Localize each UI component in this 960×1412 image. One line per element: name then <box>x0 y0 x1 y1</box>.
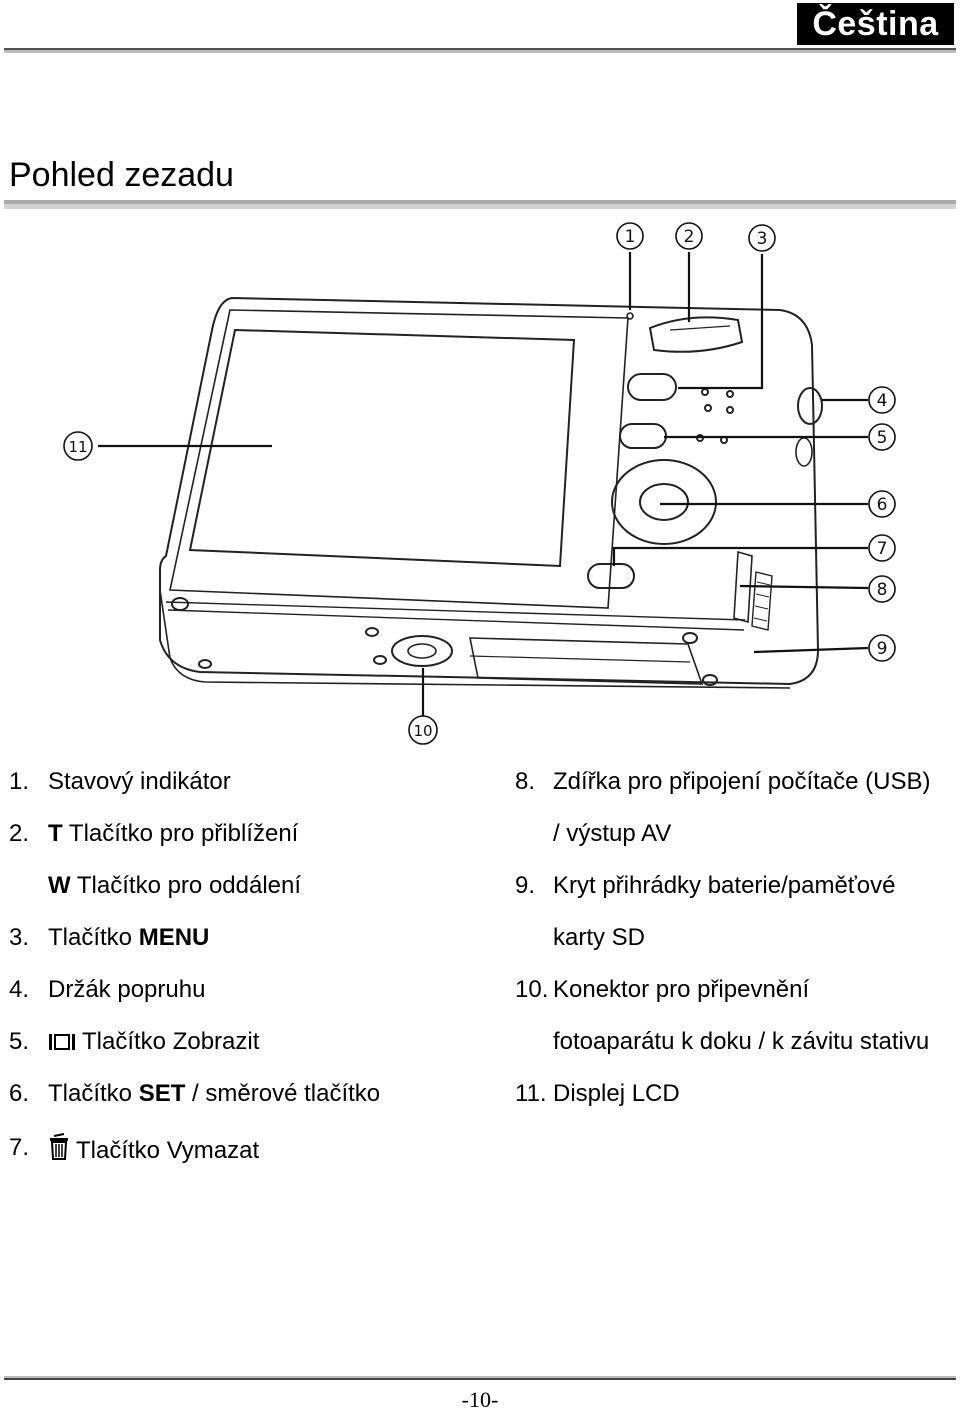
footer-rule <box>4 1376 956 1380</box>
legend-item: Konektor pro připevnění <box>553 976 810 1003</box>
callout-6: 6 <box>877 495 888 515</box>
camera-back-diagram: 1 2 3 4 5 6 7 8 9 10 11 <box>63 222 896 745</box>
screen-bezel <box>169 309 629 609</box>
display-icon <box>49 1034 75 1050</box>
callout-5: 5 <box>877 428 888 448</box>
legend-num: 5. <box>9 1028 30 1055</box>
legend-num: 3. <box>9 924 30 951</box>
callout-1: 1 <box>625 227 636 247</box>
callout-4: 4 <box>877 391 888 411</box>
legend-num: 8. <box>515 768 536 795</box>
legend-item: Stavový indikátor <box>48 768 231 795</box>
legend-item: Držák popruhu <box>48 976 206 1003</box>
legend-num: 6. <box>9 1080 30 1107</box>
legend-item: W Tlačítko pro oddálení <box>48 872 302 899</box>
legend-num: 9. <box>515 872 536 899</box>
legend-num: 7. <box>9 1134 30 1161</box>
legend-item: Tlačítko Vymazat <box>48 1133 259 1164</box>
legend-item: karty SD <box>553 924 646 951</box>
legend-item: / výstup AV <box>553 820 672 847</box>
legend-item: Tlačítko Zobrazit <box>48 1029 259 1055</box>
legend-item: T Tlačítko pro přiblížení <box>48 820 299 847</box>
callout-10: 10 <box>413 722 432 740</box>
callout-7: 7 <box>877 539 888 559</box>
callout-8: 8 <box>877 580 888 600</box>
section-title: Pohled zezadu <box>9 156 234 194</box>
legend-num: 10. <box>515 976 549 1003</box>
trash-icon <box>50 1133 68 1160</box>
header-rule <box>4 48 956 53</box>
callout-2: 2 <box>684 227 695 247</box>
legend-item: Kryt přihrádky baterie/paměťové <box>553 872 896 899</box>
legend-num: 1. <box>9 768 30 795</box>
legend-num: 4. <box>9 976 30 1003</box>
legend-item: fotoaparátu k doku / k závitu stativu <box>553 1028 930 1055</box>
legend-item: Tlačítko SET / směrové tlačítko <box>48 1080 381 1107</box>
title-rule <box>4 200 956 209</box>
callout-3: 3 <box>757 229 768 249</box>
callout-9: 9 <box>877 639 888 659</box>
legend-item: Zdířka pro připojení počítače (USB) <box>553 768 931 795</box>
legend-item: Displej LCD <box>553 1080 680 1107</box>
callout-11: 11 <box>68 438 87 456</box>
language-badge: Čeština <box>797 3 954 45</box>
legend-item: Tlačítko MENU <box>48 924 210 951</box>
legend-num: 11. <box>515 1080 547 1107</box>
camera-body <box>159 296 820 686</box>
lcd-screen <box>188 328 576 568</box>
page-number: -10- <box>461 1387 499 1412</box>
legend-num: 2. <box>9 820 30 847</box>
